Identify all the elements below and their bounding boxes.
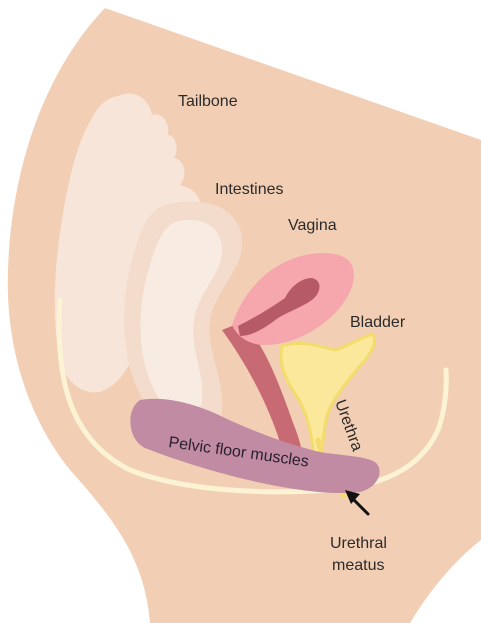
label-intestines: Intestines bbox=[215, 181, 283, 198]
label-urethral-meatus-line2: meatus bbox=[332, 557, 384, 574]
label-vagina: Vagina bbox=[288, 217, 337, 234]
label-tailbone: Tailbone bbox=[178, 93, 238, 110]
label-bladder: Bladder bbox=[350, 314, 406, 331]
label-urethral-meatus-line1: Urethral bbox=[330, 535, 387, 552]
